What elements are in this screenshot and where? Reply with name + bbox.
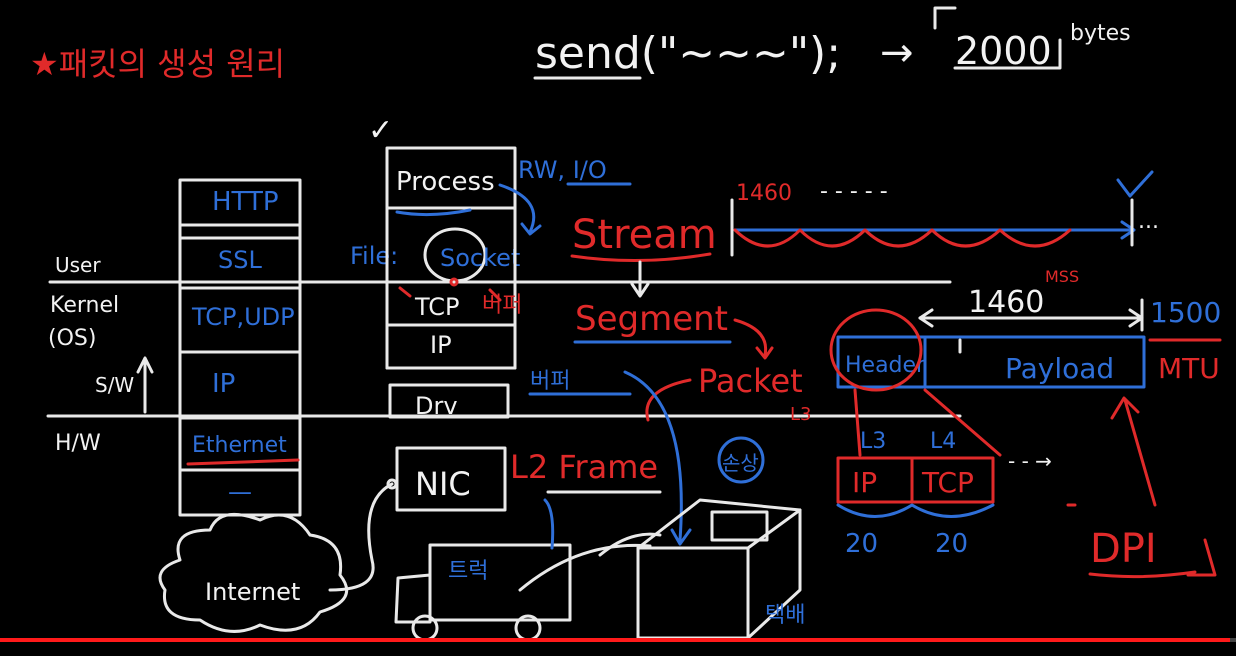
os-label: (OS) (48, 326, 96, 351)
dpi-label: DPI (1090, 526, 1157, 572)
video-progress-fill (0, 638, 1230, 642)
l4-tag: L4 (930, 429, 956, 454)
stream-label: Stream (572, 212, 717, 258)
stream-more: ... (1138, 209, 1159, 234)
packet-bar: 1460 MSS 1500 MTU Header Payload (829, 267, 1222, 392)
ip-header-size: 20 (845, 529, 878, 559)
file-label: File: (350, 242, 398, 270)
header-continue: - - → (1008, 449, 1052, 473)
mtu-tag: MTU (1158, 352, 1220, 385)
video-progress-bar[interactable] (0, 638, 1236, 642)
tcp-header-size: 20 (935, 529, 968, 559)
frame-down-arrow-icon (623, 370, 692, 546)
dpi-note: DPI (1066, 396, 1217, 579)
check-icon: ✓ (368, 113, 393, 148)
send-unit: bytes (1070, 21, 1131, 46)
mtu-value: 1500 (1150, 296, 1221, 329)
mss-tag: MSS (1045, 267, 1079, 286)
ip-header-label: IP (852, 466, 877, 499)
hw-label: H/W (55, 431, 101, 456)
segment-arrow-icon (733, 318, 774, 360)
rw-io-label: RW, I/O (518, 156, 607, 184)
header-label: Header (845, 353, 926, 378)
send-arrow: → (880, 30, 914, 76)
payload-label: Payload (1005, 352, 1114, 385)
stack-ssl: SSL (218, 246, 262, 274)
stack-ip: IP (212, 369, 235, 399)
packet-label: Packet (698, 362, 803, 400)
stack-tcp-udp: TCP,UDP (191, 303, 295, 331)
buffer-note-2: 버퍼 (530, 369, 570, 394)
send-code: send("~~~"); (535, 28, 841, 79)
buffer-note: 버퍼 (482, 293, 522, 318)
damage-circle-label: 손상 (722, 451, 759, 475)
send-call: send("~~~"); → 2000 bytes (533, 6, 1131, 80)
process-stack: ✓ Process RW, I/O File: Socket TCP IP Dr… (328, 113, 632, 592)
tcp-header-label: TCP (921, 466, 974, 499)
process-box: Process (396, 167, 495, 197)
nic-label: NIC (415, 465, 471, 503)
segment-label: Segment (575, 299, 728, 339)
stack-http: HTTP (212, 187, 279, 217)
l3-tag: L3 (860, 429, 886, 454)
user-label: User (55, 253, 101, 277)
page-title: ★패킷의 생성 원리 (30, 45, 285, 83)
packet-curve-arrow-icon (645, 378, 692, 422)
header-breakdown: L3 L4 IP TCP - - → 20 20 (836, 388, 1052, 559)
data-flow: Stream Segment Packet L3 L2 Frame 손상 (510, 212, 811, 546)
packet-l3-tag: L3 (790, 404, 811, 425)
protocol-stack: HTTP SSL TCP,UDP IP Ethernet — (178, 178, 302, 517)
truck-label: 트럭 (448, 559, 488, 584)
dpi-up-arrow-icon (1110, 396, 1157, 507)
box-label: 택배 (765, 603, 805, 628)
sw-label: S/W (95, 373, 134, 397)
stream-down-arrow-icon (630, 260, 650, 298)
drv-label: Drv (415, 392, 458, 420)
frame-label: L2 Frame (510, 448, 658, 486)
internet-label: Internet (205, 578, 300, 606)
stream-dots: - - - - - (820, 179, 888, 204)
internet-cloud: Internet (158, 512, 349, 633)
truck-illustration: 트럭 택배 (394, 498, 805, 642)
io-arrow-icon (498, 183, 542, 236)
stream-check-icon (1116, 170, 1154, 198)
sw-up-arrow-icon (136, 356, 154, 414)
socket-label: Socket (440, 244, 520, 272)
kernel-label: Kernel (50, 293, 119, 318)
stack-bottom: — (228, 478, 252, 506)
stream-bar: 1460 - - - - - ... (730, 170, 1159, 257)
mss-value: 1460 (968, 285, 1044, 320)
tcp-label: TCP (414, 293, 459, 321)
ip-label: IP (430, 331, 452, 359)
stack-ethernet: Ethernet (192, 433, 287, 458)
stream-first-chunk: 1460 (736, 181, 792, 206)
send-amount: 2000 (955, 29, 1052, 73)
